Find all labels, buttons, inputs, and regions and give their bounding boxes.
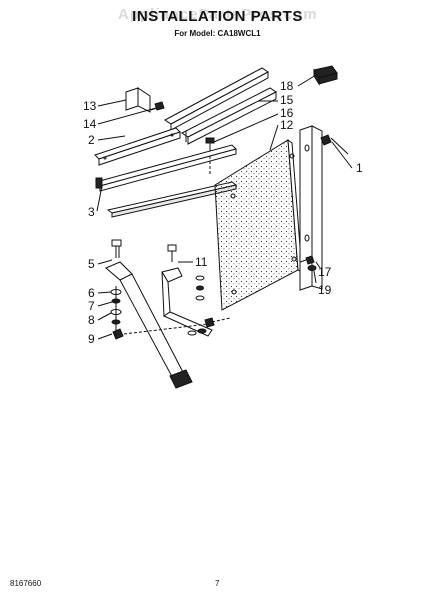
callout-1: 1	[356, 161, 363, 175]
part-5-bolt	[111, 239, 122, 258]
part-18-block	[313, 65, 338, 86]
part-1-channel	[299, 125, 323, 291]
page-title: INSTALLATION PARTS	[132, 8, 303, 25]
right-washers	[187, 275, 215, 336]
callout-19: 19	[318, 283, 332, 297]
top-rail	[164, 67, 269, 131]
part-17-screw	[299, 255, 315, 265]
callout-13: 13	[83, 99, 97, 113]
callout-14: 14	[83, 117, 97, 131]
part-2-rail	[94, 127, 181, 166]
model-subtitle: For Model: CA18WCL1	[174, 29, 261, 38]
page-number: 7	[215, 579, 220, 588]
document-number: 8167660	[10, 579, 42, 588]
callout-labels: 13 14 2 3 18 15 16 12 1 5 11 6 7 8 9 17 …	[83, 79, 363, 346]
part-11-bolt	[167, 244, 177, 262]
callout-5: 5	[88, 257, 95, 271]
callout-3: 3	[88, 205, 95, 219]
leader-lines	[96, 74, 353, 340]
part-15-rail	[181, 87, 277, 145]
callout-9: 9	[88, 332, 95, 346]
part-1-screw	[320, 134, 349, 155]
part-19-washer	[307, 265, 317, 271]
callout-8: 8	[88, 313, 95, 327]
long-brace	[105, 261, 193, 389]
callout-6: 6	[88, 286, 95, 300]
part-12-panel	[214, 138, 303, 311]
callout-12: 12	[280, 118, 294, 132]
washer-stack	[110, 286, 124, 340]
callout-7: 7	[88, 299, 95, 313]
part-14-screw	[150, 101, 165, 111]
callout-17: 17	[318, 265, 332, 279]
part-13-bracket	[125, 87, 151, 113]
part-11-bracket	[161, 267, 213, 337]
callout-16: 16	[280, 106, 294, 120]
callout-15: 15	[280, 93, 294, 107]
lower-rail	[95, 144, 237, 192]
callout-11: 11	[195, 255, 208, 269]
callout-2: 2	[88, 133, 95, 147]
callout-18: 18	[280, 79, 294, 93]
